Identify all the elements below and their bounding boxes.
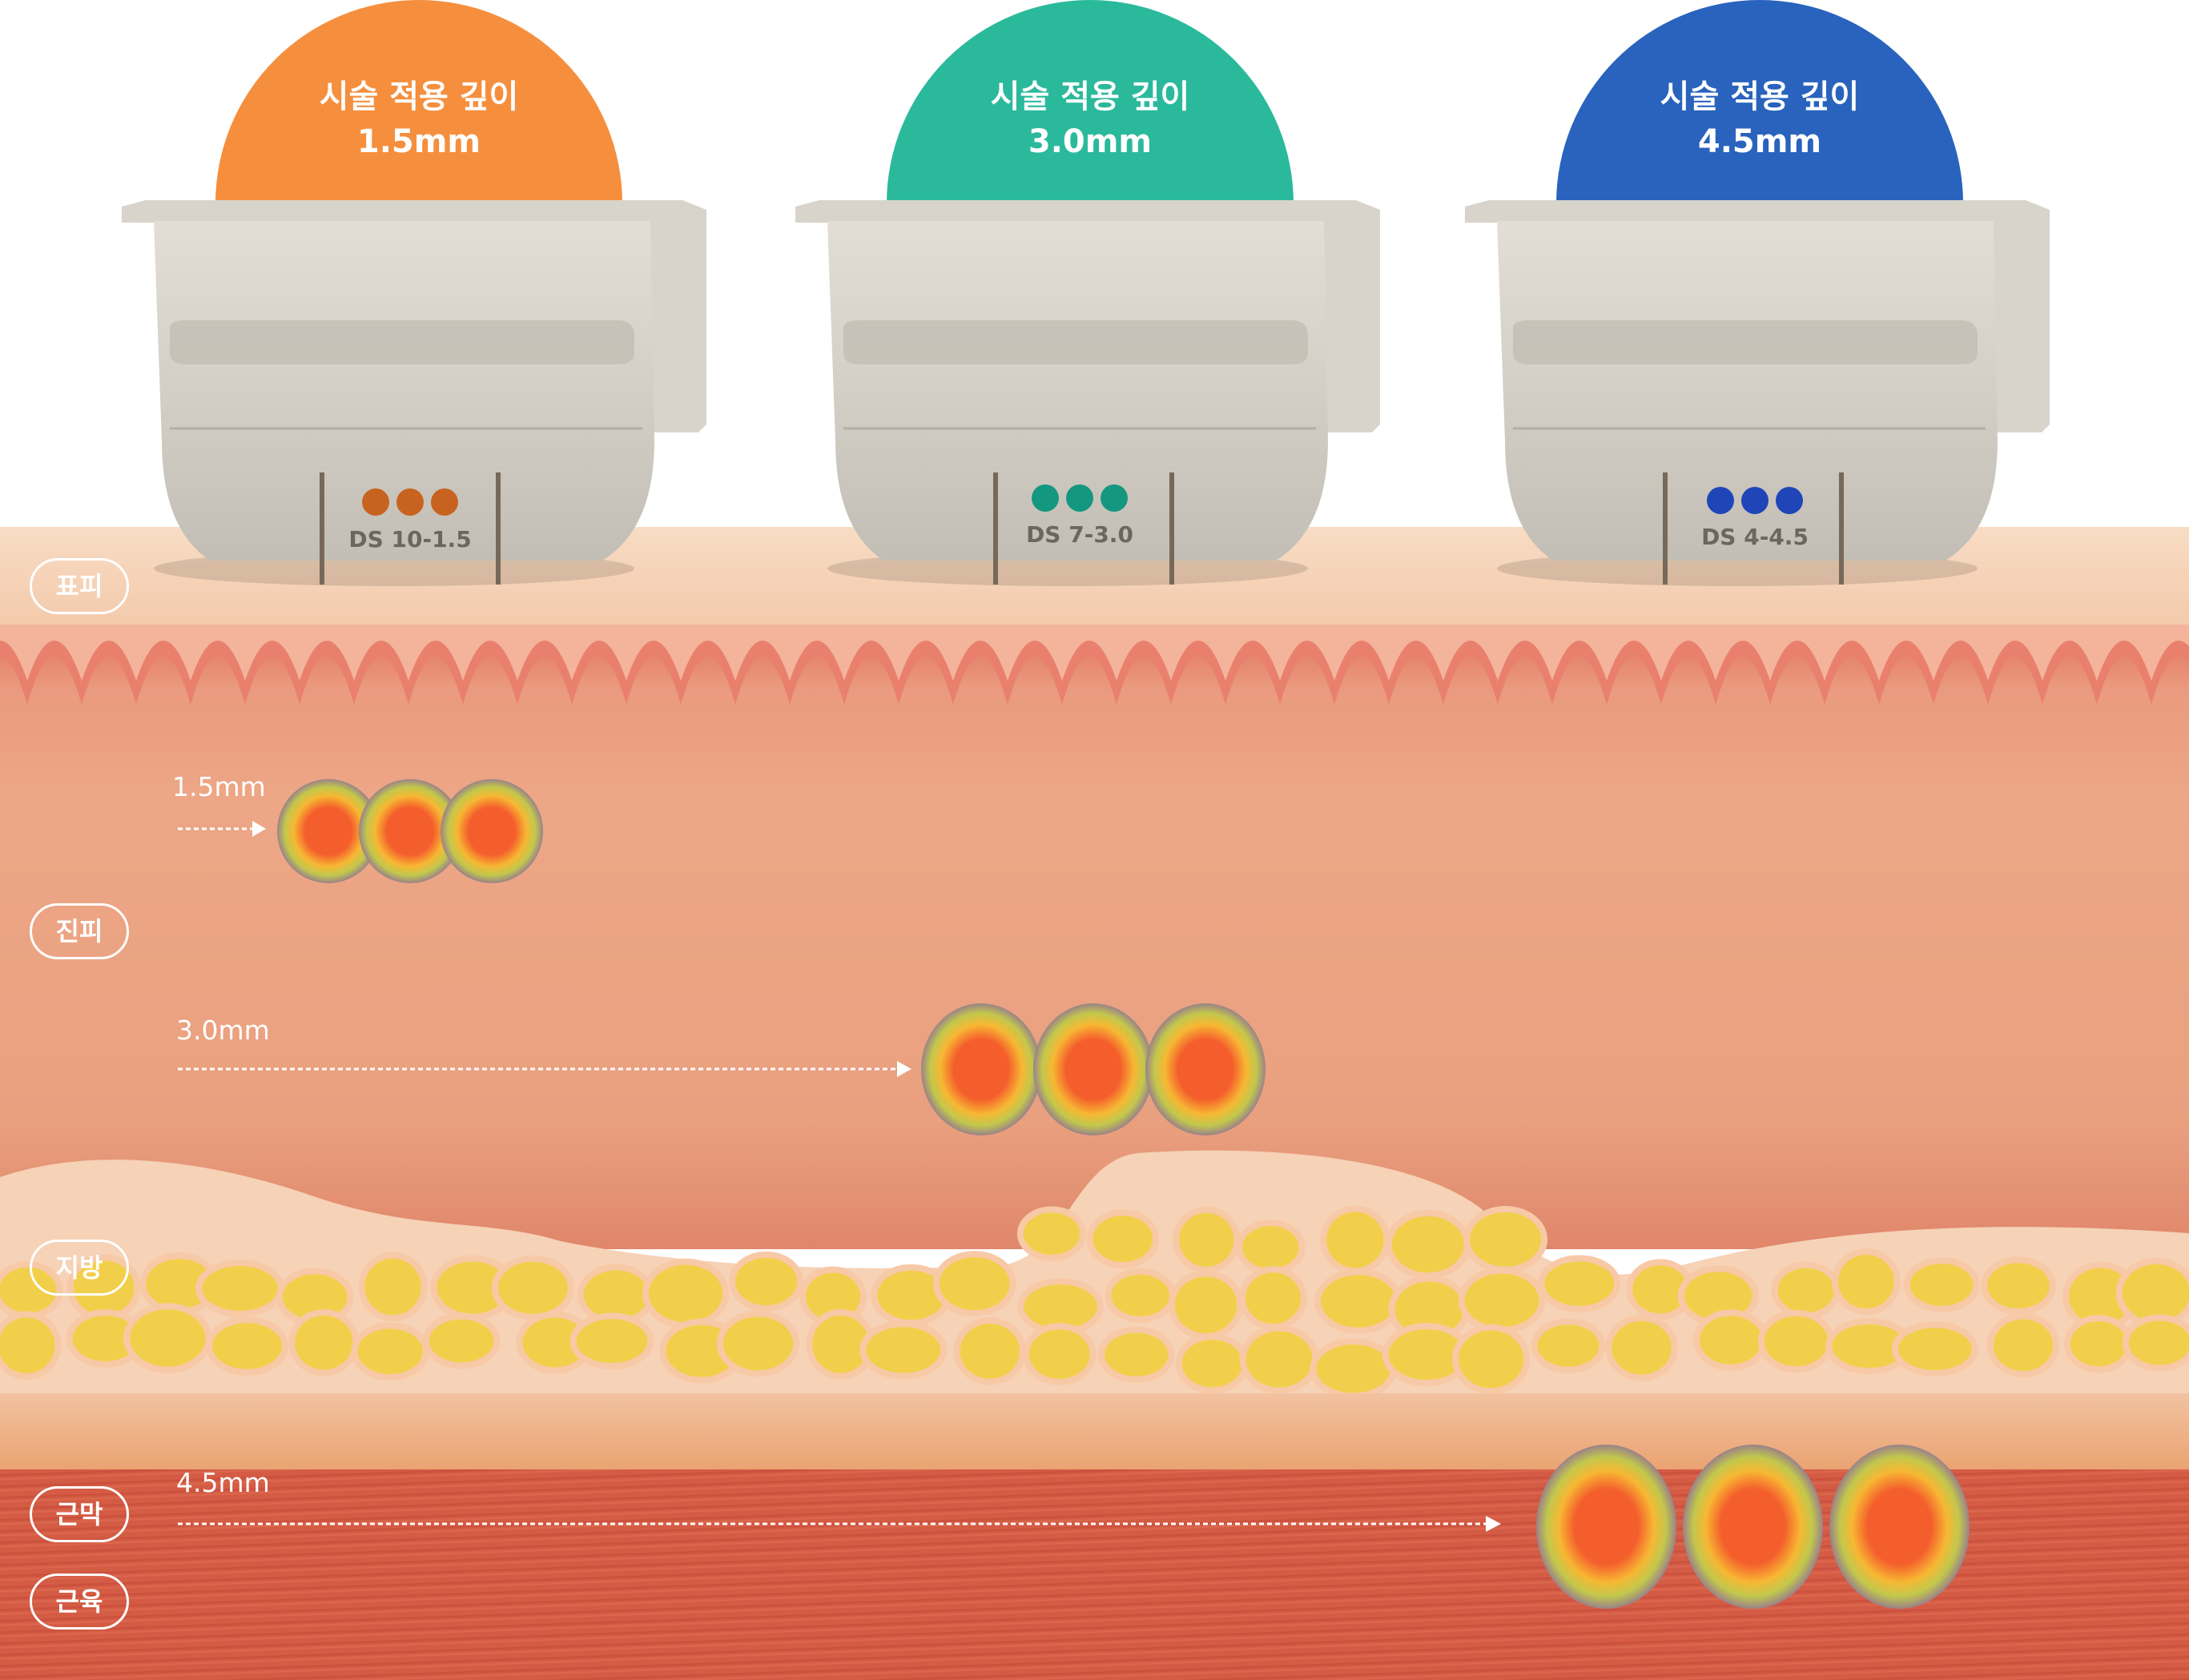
fat-cell bbox=[1832, 1248, 1901, 1315]
fat-cell bbox=[1173, 1206, 1241, 1273]
fat-cell bbox=[123, 1303, 212, 1373]
layer-label-muscle: 근육 bbox=[30, 1573, 129, 1630]
fat-cell bbox=[1463, 1206, 1548, 1273]
cartridge-model: DS 7-3.0 bbox=[1026, 521, 1133, 548]
fat-cell bbox=[729, 1251, 804, 1312]
hifu-focal-point bbox=[1033, 1003, 1153, 1135]
fat-cell bbox=[1236, 1219, 1306, 1276]
fat-cell bbox=[1239, 1324, 1319, 1394]
fat-layer bbox=[0, 1150, 2189, 1433]
fat-cell bbox=[716, 1310, 800, 1377]
fat-cell bbox=[351, 1322, 429, 1381]
fat-cell bbox=[1168, 1270, 1244, 1340]
fat-cell bbox=[1175, 1333, 1249, 1394]
fat-cell bbox=[0, 1311, 62, 1380]
dome-depth: 3.0mm bbox=[1028, 123, 1153, 160]
fat-cell bbox=[859, 1320, 948, 1380]
depth-arrow bbox=[178, 821, 266, 837]
hifu-focal-point bbox=[1682, 1444, 1823, 1609]
fat-cell bbox=[2122, 1314, 2189, 1372]
fat-cell bbox=[422, 1312, 501, 1369]
fat-cell bbox=[1771, 1261, 1841, 1319]
muscle-layer bbox=[0, 1469, 2189, 1680]
fat-cell bbox=[953, 1317, 1027, 1385]
fat-cell bbox=[1239, 1266, 1308, 1331]
hifu-focal-point bbox=[1535, 1444, 1676, 1609]
layer-label-dermis: 진피 bbox=[30, 903, 129, 959]
fat-cell bbox=[1452, 1324, 1531, 1395]
fat-cell bbox=[1098, 1326, 1175, 1383]
fat-cell bbox=[195, 1259, 285, 1317]
layer-label-epidermis: 표피 bbox=[30, 558, 129, 614]
fat-cell bbox=[1016, 1206, 1087, 1261]
cartridge-device: DS 10-1.5 bbox=[122, 184, 714, 593]
depth-dome-teal: 시술 적용 깊이 3.0mm bbox=[887, 0, 1294, 208]
depth-arrow bbox=[178, 1516, 1501, 1532]
dome-depth: 1.5mm bbox=[356, 123, 481, 160]
fat-cell bbox=[1458, 1267, 1546, 1334]
fat-cell bbox=[1981, 1256, 2056, 1315]
hifu-focal-point bbox=[1145, 1003, 1266, 1135]
dome-title: 시술 적용 깊이 bbox=[1660, 78, 1860, 115]
fat-cell bbox=[1986, 1312, 2060, 1378]
depth-marker-label: 3.0mm bbox=[176, 1015, 270, 1046]
depth-dome-blue: 시술 적용 깊이 4.5mm bbox=[1556, 0, 1963, 208]
fat-cell bbox=[1903, 1257, 1980, 1312]
fat-cell bbox=[1022, 1323, 1097, 1385]
cartridge-device: DS 7-3.0 bbox=[795, 184, 1388, 593]
cartridge-model: DS 10-1.5 bbox=[348, 526, 471, 553]
fascia-layer bbox=[0, 1393, 2189, 1473]
fat-cell bbox=[1531, 1318, 1606, 1373]
layer-label-fat: 지방 bbox=[30, 1240, 129, 1296]
fat-cell bbox=[1105, 1268, 1177, 1323]
dome-title: 시술 적용 깊이 bbox=[319, 78, 519, 115]
fat-cell bbox=[1693, 1309, 1769, 1371]
hifu-focal-point bbox=[1829, 1444, 1970, 1609]
depth-arrow bbox=[178, 1061, 911, 1077]
cartridge-device: DS 4-4.5 bbox=[1465, 184, 2058, 593]
layer-label-fascia: 근막 bbox=[30, 1486, 129, 1542]
fat-cell bbox=[358, 1252, 428, 1322]
fat-cell bbox=[1538, 1255, 1621, 1312]
fat-cell bbox=[642, 1258, 730, 1329]
fat-cell bbox=[1310, 1338, 1398, 1400]
hifu-focal-point bbox=[921, 1003, 1041, 1135]
fat-cell bbox=[288, 1308, 360, 1377]
hifu-focal-point bbox=[441, 779, 543, 883]
fat-cell bbox=[1605, 1314, 1678, 1381]
fat-cell bbox=[2063, 1315, 2134, 1373]
depth-marker-label: 1.5mm bbox=[172, 771, 266, 802]
dome-depth: 4.5mm bbox=[1697, 123, 1822, 160]
fat-cell bbox=[569, 1312, 654, 1370]
fat-cell bbox=[1757, 1309, 1835, 1373]
dermis-layer bbox=[0, 641, 2189, 1249]
fat-cell bbox=[1314, 1268, 1402, 1334]
fat-cell bbox=[491, 1255, 574, 1320]
fat-cell bbox=[932, 1251, 1016, 1317]
cartridge-model: DS 4-4.5 bbox=[1701, 524, 1809, 550]
dome-title: 시술 적용 깊이 bbox=[990, 78, 1190, 115]
fat-cell bbox=[1385, 1209, 1471, 1280]
dermal-papillae-wave bbox=[0, 625, 2189, 705]
fat-cell bbox=[1320, 1205, 1390, 1275]
depth-dome-orange: 시술 적용 깊이 1.5mm bbox=[215, 0, 622, 208]
fat-cell bbox=[1891, 1321, 1978, 1377]
fat-cell bbox=[1086, 1209, 1160, 1269]
depth-marker-label: 4.5mm bbox=[176, 1467, 270, 1498]
fat-cell bbox=[206, 1316, 288, 1376]
